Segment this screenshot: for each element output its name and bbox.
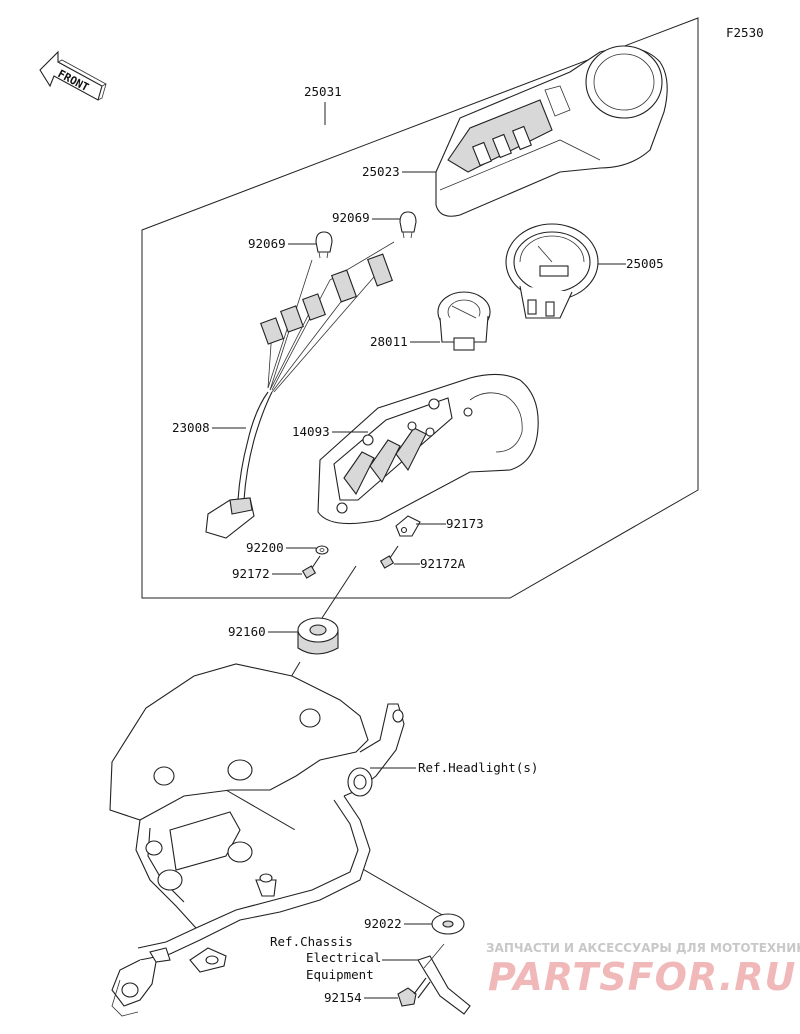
svg-text:Ref.Chassis: Ref.Chassis xyxy=(270,934,353,949)
svg-text:92069: 92069 xyxy=(332,210,370,225)
callout-28011: 28011 xyxy=(370,334,440,349)
svg-text:Ref.Headlight(s): Ref.Headlight(s) xyxy=(418,760,538,775)
bracket-92173 xyxy=(395,515,421,537)
callout-14093: 14093 xyxy=(292,424,368,439)
callout-23008: 23008 xyxy=(172,420,246,435)
meter-stay-bracket xyxy=(109,663,405,1017)
wire-harness-23008 xyxy=(205,241,395,539)
screw-92172 xyxy=(301,555,321,579)
svg-text:92022: 92022 xyxy=(364,916,402,931)
callout-25031: 25031 xyxy=(304,84,342,125)
guide-line-grommet xyxy=(321,565,357,619)
meter-cover-25023 xyxy=(435,45,668,217)
svg-text:92173: 92173 xyxy=(446,516,484,531)
svg-text:28011: 28011 xyxy=(370,334,408,349)
grommet-92160 xyxy=(297,617,339,655)
washer-92022 xyxy=(431,913,465,935)
watermark-brand: PARTSFOR.RU xyxy=(488,955,796,999)
washer-92200 xyxy=(315,545,329,555)
screw-92172A xyxy=(379,545,399,569)
svg-text:25031: 25031 xyxy=(304,84,342,99)
callout-25023: 25023 xyxy=(362,164,436,179)
socket-5 xyxy=(366,253,394,287)
svg-text:92154: 92154 xyxy=(324,990,362,1005)
callout-92069-b: 92069 xyxy=(332,210,400,225)
socket-4 xyxy=(330,269,358,303)
bolt-92154 xyxy=(397,977,431,1007)
socket-2 xyxy=(280,305,304,333)
svg-text:25023: 25023 xyxy=(362,164,400,179)
socket-1 xyxy=(260,317,284,345)
callout-92200: 92200 xyxy=(246,540,316,555)
callout-ref-chassis: Ref.Chassis Electrical Equipment xyxy=(270,934,418,982)
svg-text:Equipment: Equipment xyxy=(306,967,374,982)
bulb-92069-left xyxy=(315,231,333,259)
callout-92172: 92172 xyxy=(232,566,302,581)
ground-terminal xyxy=(417,943,471,1015)
callout-92173: 92173 xyxy=(416,516,484,531)
callout-92154: 92154 xyxy=(324,990,398,1005)
front-arrow-icon: FRONT xyxy=(39,50,107,101)
meter-case-14093 xyxy=(317,373,539,525)
svg-text:92172: 92172 xyxy=(232,566,270,581)
svg-text:25005: 25005 xyxy=(626,256,664,271)
callout-92069-a: 92069 xyxy=(248,236,316,251)
bulb-92069-right xyxy=(399,211,417,239)
svg-text:92172A: 92172A xyxy=(420,556,466,571)
svg-text:92069: 92069 xyxy=(248,236,286,251)
callout-92022: 92022 xyxy=(364,916,432,931)
socket-3 xyxy=(302,293,326,321)
switch-unit-28011 xyxy=(437,291,491,351)
svg-text:92160: 92160 xyxy=(228,624,266,639)
watermark-subtitle: ЗАПЧАСТИ И АКСЕССУАРЫ ДЛЯ МОТОТЕХНИКИ xyxy=(486,941,800,955)
figure-code: F2530 xyxy=(726,25,764,40)
callout-92172A: 92172A xyxy=(394,556,466,571)
watermark: ЗАПЧАСТИ И АКСЕССУАРЫ ДЛЯ МОТОТЕХНИКИ PA… xyxy=(486,941,800,999)
svg-text:23008: 23008 xyxy=(172,420,210,435)
svg-text:Electrical: Electrical xyxy=(306,950,381,965)
callout-92160: 92160 xyxy=(228,624,298,639)
svg-text:92200: 92200 xyxy=(246,540,284,555)
speedometer-25005 xyxy=(505,223,599,319)
svg-text:14093: 14093 xyxy=(292,424,330,439)
callout-ref-headlight: Ref.Headlight(s) xyxy=(370,760,538,775)
callout-25005: 25005 xyxy=(598,256,664,271)
